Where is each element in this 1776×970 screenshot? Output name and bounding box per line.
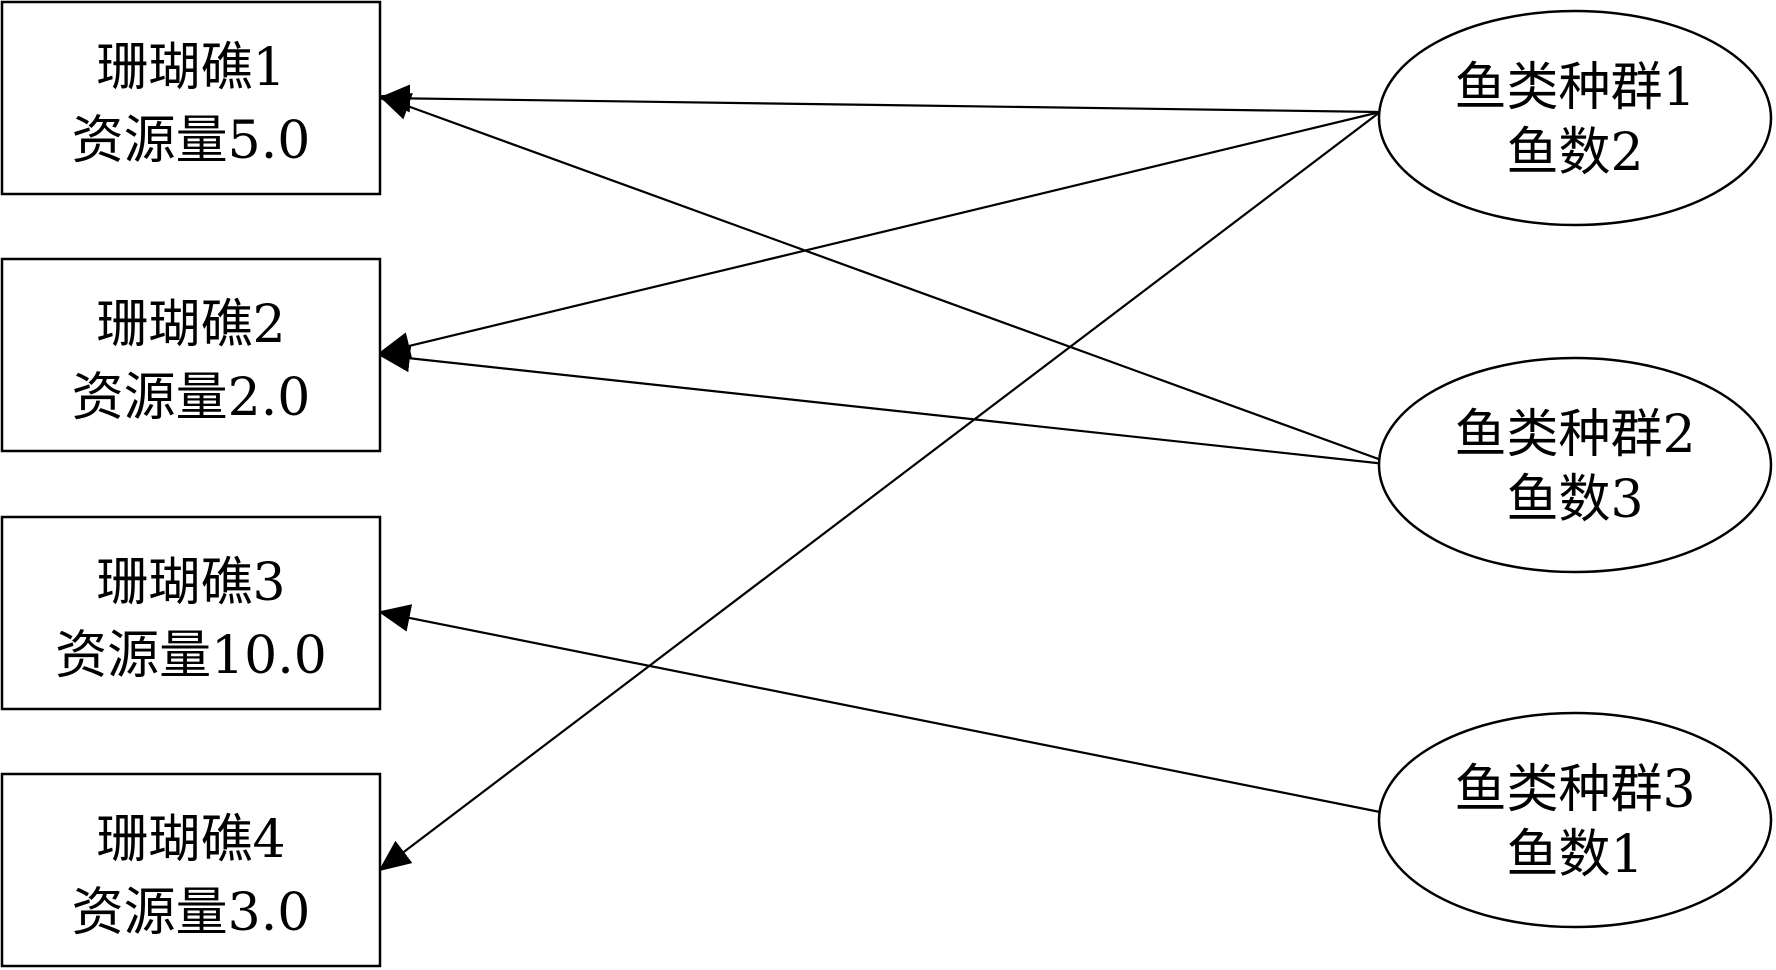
link-fish3-to-reef3: [378, 604, 1396, 817]
reef-node-1: 珊瑚礁1 资源量5.0: [0, 0, 382, 196]
fish-node-3-count: 鱼数1: [1506, 825, 1643, 885]
link-fish2-to-reef2: [378, 344, 1396, 467]
fish-node-2-count: 鱼数3: [1506, 470, 1643, 530]
fish-node-2-name: 鱼类种群2: [1454, 405, 1695, 465]
link-fish1-to-reef4: [378, 111, 1381, 872]
link-fish1-to-reef2: [378, 110, 1381, 360]
link-fish1-to-reef1: [378, 84, 1381, 114]
fish-node-1-name: 鱼类种群1: [1454, 58, 1695, 118]
reef-node-2-resource: 资源量2.0: [72, 368, 311, 428]
reef-node-1-resource: 资源量5.0: [72, 111, 311, 171]
reef-nodes-group: 珊瑚礁1 资源量5.0 珊瑚礁2 资源量2.0 珊瑚礁3 资源量10.0 珊瑚礁…: [0, 0, 382, 968]
reef-node-2: 珊瑚礁2 资源量2.0: [0, 257, 382, 453]
reef-node-2-name: 珊瑚礁2: [96, 295, 285, 355]
reef-node-3-resource: 资源量10.0: [55, 626, 327, 686]
reef-node-3-name: 珊瑚礁3: [96, 553, 285, 613]
reef-node-3: 珊瑚礁3 资源量10.0: [0, 515, 382, 711]
reef-node-4-name: 珊瑚礁4: [96, 810, 285, 870]
reef-node-1-name: 珊瑚礁1: [96, 38, 285, 98]
links-group: [378, 84, 1396, 872]
fish-node-2: 鱼类种群2 鱼数3: [1377, 356, 1773, 574]
fish-nodes-group: 鱼类种群1 鱼数2 鱼类种群2 鱼数3 鱼类种群3 鱼数1: [1377, 9, 1773, 929]
fish-node-3: 鱼类种群3 鱼数1: [1377, 711, 1773, 929]
reef-node-4: 珊瑚礁4 资源量3.0: [0, 772, 382, 968]
link-fish2-to-reef1: [378, 93, 1396, 467]
fish-node-3-name: 鱼类种群3: [1454, 760, 1695, 820]
fish-node-1: 鱼类种群1 鱼数2: [1377, 9, 1773, 227]
fish-node-1-count: 鱼数2: [1506, 123, 1643, 183]
reef-node-4-resource: 资源量3.0: [72, 883, 311, 943]
